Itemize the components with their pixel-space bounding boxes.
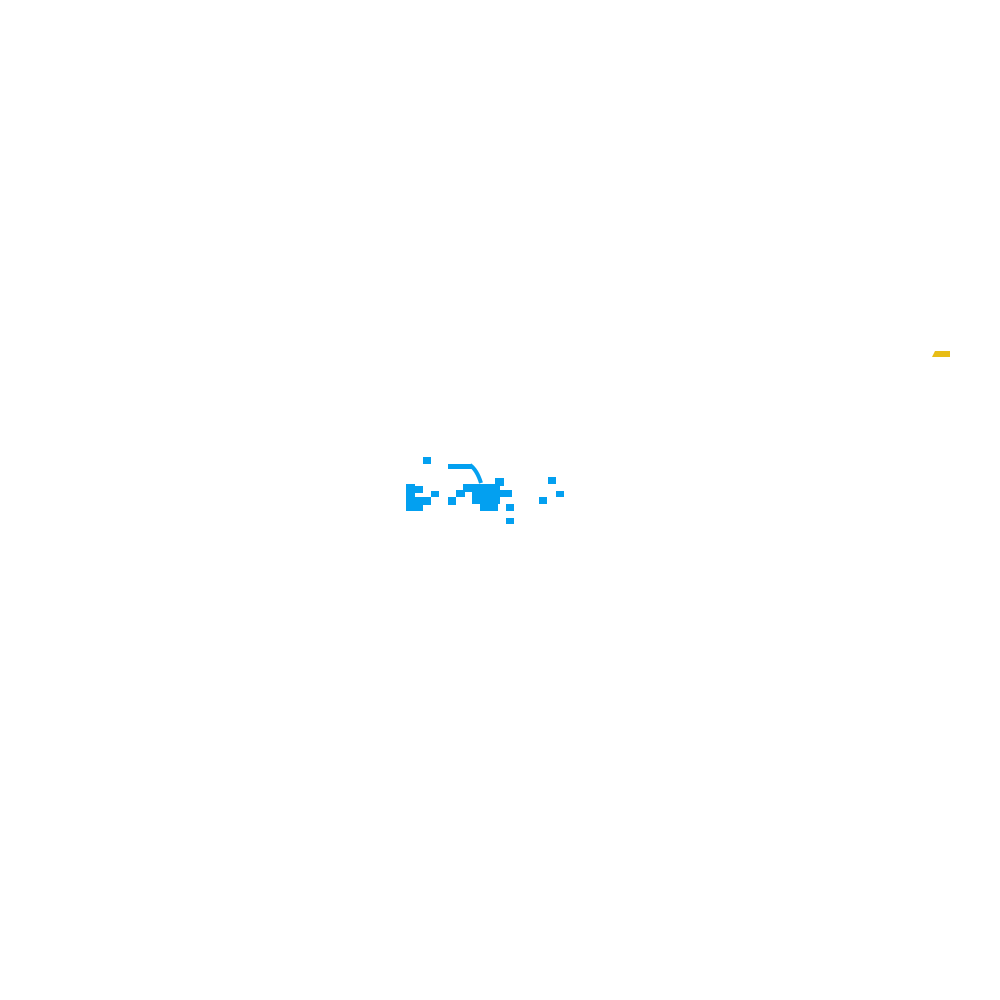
sprite-pixel	[413, 497, 431, 505]
sprite-pixel	[406, 484, 415, 511]
sprite-pixel	[423, 457, 431, 464]
sprite-pixel	[413, 486, 423, 493]
sprite-pixel	[539, 497, 547, 504]
sprite-pixel	[431, 491, 439, 497]
sprite-pixel	[497, 490, 512, 497]
sprite-pixel	[548, 477, 556, 484]
sprite-stroke	[468, 463, 483, 484]
sprite-pixel	[456, 490, 465, 497]
sprite-pixel	[556, 491, 564, 497]
sprite-pixel	[495, 478, 504, 486]
yellow-dash-icon	[932, 351, 950, 357]
sprite-pixel	[463, 484, 475, 492]
sprite-pixel	[472, 484, 500, 504]
sprite-pixel	[413, 505, 423, 511]
blue-pixel-creature-icon	[406, 457, 564, 524]
sprite-pixel	[506, 518, 514, 524]
sprite-pixel	[480, 502, 498, 511]
sprite-pixel	[448, 497, 456, 505]
sprite-pixel	[448, 464, 472, 469]
sprite-pixel	[506, 504, 514, 511]
